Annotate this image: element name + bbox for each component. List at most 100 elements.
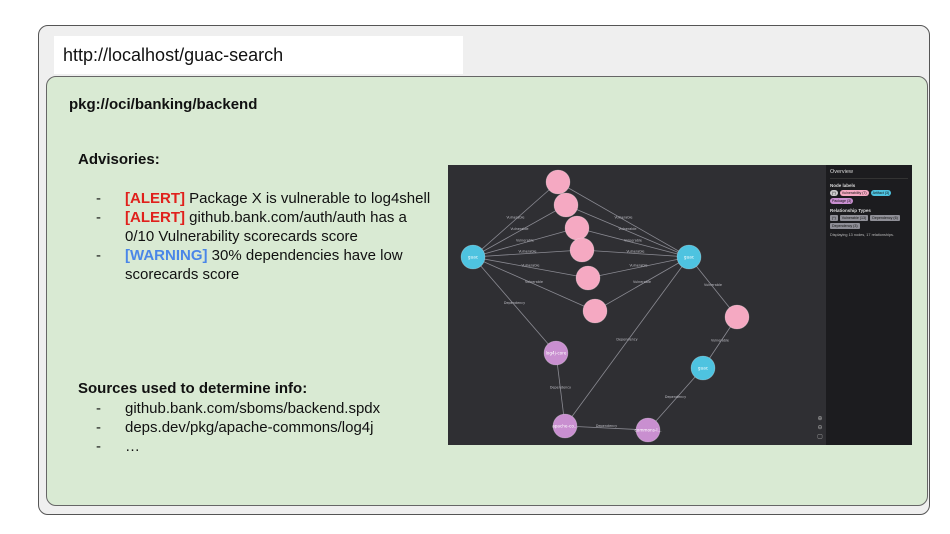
artifact-node[interactable] xyxy=(460,244,486,270)
source-text: … xyxy=(125,438,140,455)
graph-node-label: guac xyxy=(684,255,695,260)
graph-edge-label: Vulnerable xyxy=(618,227,636,231)
artifact-node[interactable] xyxy=(690,355,716,381)
graph-node-label: guac xyxy=(468,255,479,260)
graph-edge-label: Vulnerable xyxy=(516,239,534,243)
address-bar[interactable]: http://localhost/guac-search xyxy=(54,36,463,74)
node-label-chip[interactable]: Artifact (3) xyxy=(870,190,892,196)
advisories-list: - [ALERT] Package X is vulnerable to log… xyxy=(78,189,438,284)
package-node[interactable] xyxy=(543,340,569,366)
bullet-dash: - xyxy=(96,209,101,226)
alert-tag: [ALERT] xyxy=(125,190,185,207)
advisory-text: Package X is vulnerable to log4shell xyxy=(189,190,431,207)
source-text: github.bank.com/sboms/backend.spdx xyxy=(125,400,381,417)
vulnerability-node[interactable] xyxy=(575,265,601,291)
relationship-chip[interactable]: Dependency (6) xyxy=(870,215,900,221)
package-node[interactable] xyxy=(635,417,661,443)
graph-edge-label: Dependency xyxy=(550,386,571,390)
graph-edge-label: Dependency xyxy=(665,395,686,399)
vulnerability-node[interactable] xyxy=(582,298,608,324)
advisory-text: 30% dependencies have low scorecards sco… xyxy=(125,247,403,283)
zoom-in-icon[interactable]: ⊕ xyxy=(817,416,823,422)
node-label-chip[interactable]: Package (3) xyxy=(830,198,854,204)
graph-edge[interactable] xyxy=(576,227,690,258)
graph-edge[interactable] xyxy=(472,256,557,354)
relationship-chip[interactable]: Vulnerable (13) xyxy=(839,215,869,221)
vulnerability-node[interactable] xyxy=(564,215,590,241)
graph-edge-label: Vulnerable xyxy=(711,339,729,343)
graph-edge-label: Vulnerable xyxy=(624,239,642,243)
graph-node-label: commons-l... xyxy=(634,428,661,433)
graph-edge-label: Dependency xyxy=(596,424,617,428)
source-item: - github.bank.com/sboms/backend.spdx xyxy=(78,399,458,418)
graph-edge[interactable] xyxy=(647,367,704,431)
graph-edge[interactable] xyxy=(557,181,690,258)
package-node[interactable] xyxy=(552,413,578,439)
graph-edge-label: Vulnerable xyxy=(614,216,632,220)
graph-edge-label: Vulnerable xyxy=(525,280,543,284)
graph-edge-label: Vulnerable xyxy=(506,216,524,220)
graph-node-label: log4j-core xyxy=(546,351,567,356)
graph-edge-label: Dependency xyxy=(616,338,637,342)
sources-heading: Sources used to determine info: xyxy=(78,380,308,397)
vulnerability-node[interactable] xyxy=(553,192,579,218)
artifact-node[interactable] xyxy=(676,244,702,270)
graph-edge[interactable] xyxy=(581,249,690,258)
graph-node-label: guac xyxy=(698,366,709,371)
graph-edge[interactable] xyxy=(587,256,690,279)
vulnerability-node[interactable] xyxy=(569,237,595,263)
zoom-out-icon[interactable]: ⊖ xyxy=(817,425,823,431)
graph-edge[interactable] xyxy=(472,249,583,258)
advisory-item: - [ALERT] Package X is vulnerable to log… xyxy=(78,189,438,208)
bullet-dash: - xyxy=(96,400,101,417)
node-labels-heading: Node labels xyxy=(830,183,856,188)
relationship-types-heading: Relationship Types xyxy=(830,208,871,213)
graph-edge[interactable] xyxy=(472,256,596,312)
graph-edge[interactable] xyxy=(564,256,690,427)
zoom-controls: ⊕ ⊖ ▢ xyxy=(816,415,824,442)
graph-edge[interactable] xyxy=(472,227,578,258)
graph-edge-label: Dependency xyxy=(504,301,525,305)
warning-tag: [WARNING] xyxy=(125,247,208,264)
bullet-dash: - xyxy=(96,419,101,436)
graph-edge[interactable] xyxy=(555,352,566,427)
node-label-chip[interactable]: (*) xyxy=(830,190,838,196)
vulnerability-node[interactable] xyxy=(545,169,571,195)
advisory-item: - [ALERT] github.bank.com/auth/auth has … xyxy=(78,208,438,246)
graph-node-label: apache-co... xyxy=(552,424,578,429)
graph-edge[interactable] xyxy=(472,256,589,279)
fit-view-icon[interactable]: ▢ xyxy=(817,434,823,440)
relationship-chips: (*)Vulnerable (13)Dependency (6) Dependen… xyxy=(830,215,908,229)
relationship-chip[interactable]: (*) xyxy=(830,215,838,221)
bullet-dash: - xyxy=(96,247,101,264)
graph-edge-label: Vulnerable xyxy=(626,250,644,254)
graph-edge[interactable] xyxy=(472,204,567,258)
advisory-text: github.bank.com/auth/auth has a 0/10 Vul… xyxy=(125,209,407,245)
sources-list: - github.bank.com/sboms/backend.spdx - d… xyxy=(78,399,458,456)
graph-edge-label: Vulnerable xyxy=(629,264,647,268)
source-item: - deps.dev/pkg/apache-commons/log4j xyxy=(78,418,458,437)
graph-edge[interactable] xyxy=(472,181,559,258)
address-bar-url: http://localhost/guac-search xyxy=(63,45,284,65)
graph-edge-label: Vulnerable xyxy=(510,227,528,231)
node-label-chips: (*)Vulnerability (7)Artifact (3) Package … xyxy=(830,190,908,204)
alert-tag: [ALERT] xyxy=(125,209,185,226)
bullet-dash: - xyxy=(96,438,101,455)
package-title: pkg://oci/banking/backend xyxy=(69,96,258,113)
vulnerability-node[interactable] xyxy=(724,304,750,330)
graph-canvas[interactable]: VulnerableVulnerableVulnerableVulnerable… xyxy=(448,165,826,445)
graph-edge-label: Vulnerable xyxy=(521,264,539,268)
source-text: deps.dev/pkg/apache-commons/log4j xyxy=(125,419,374,436)
graph-edge[interactable] xyxy=(565,204,690,258)
relationship-chip[interactable]: Dependency (3) xyxy=(830,223,860,229)
graph-edge[interactable] xyxy=(564,425,649,431)
graph-edge-label: Vulnerable xyxy=(704,283,722,287)
graph-edge[interactable] xyxy=(688,256,738,318)
overview-panel: Overview Node labels (*)Vulnerability (7… xyxy=(826,165,912,445)
source-item: - … xyxy=(78,437,458,456)
graph-edge-label: Vulnerable xyxy=(518,250,536,254)
graph-edge[interactable] xyxy=(594,256,690,312)
graph-summary: Displaying 13 nodes, 17 relationships. xyxy=(830,233,894,237)
node-label-chip[interactable]: Vulnerability (7) xyxy=(839,190,869,196)
